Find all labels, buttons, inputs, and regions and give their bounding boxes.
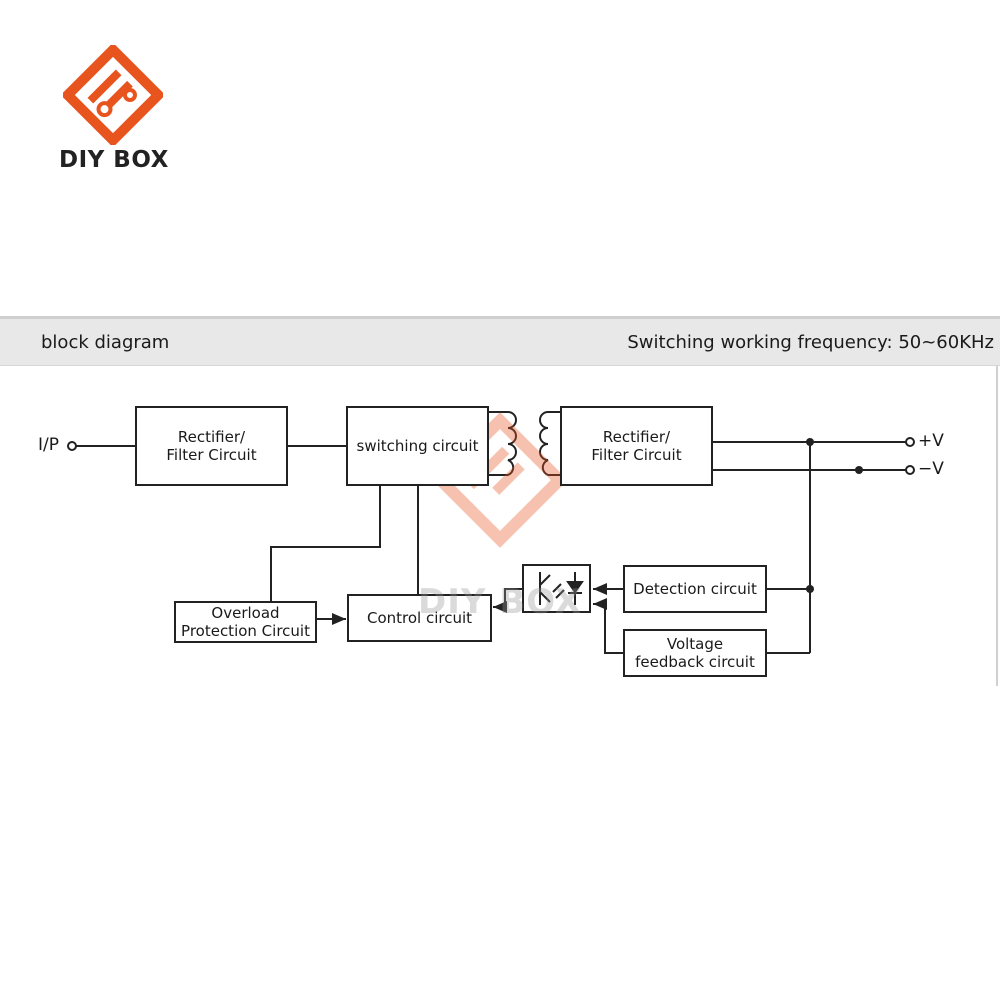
rectifier-filter-input-block: Rectifier/ Filter Circuit <box>135 406 288 486</box>
rectifier-filter-output-block: Rectifier/ Filter Circuit <box>560 406 713 486</box>
output-pos-label: +V <box>918 431 944 451</box>
diy-box-logo-icon <box>63 45 163 145</box>
section-header: block diagram Switching working frequenc… <box>0 316 1000 366</box>
section-title: block diagram <box>41 332 170 353</box>
output-pos-terminal <box>905 437 915 447</box>
input-terminal <box>67 441 77 451</box>
voltage-feedback-block: Voltage feedback circuit <box>623 629 767 677</box>
output-neg-terminal <box>905 465 915 475</box>
switching-circuit-block: switching circuit <box>346 406 489 486</box>
overload-protection-block: Overload Protection Circuit <box>174 601 317 643</box>
watermark-text: DIY BOX <box>418 582 583 622</box>
brand-name: DIY BOX <box>59 147 169 173</box>
brand-logo: DIY BOX <box>55 45 175 185</box>
frequency-label: Switching working frequency: 50~60KHz <box>627 332 994 353</box>
detection-circuit-block: Detection circuit <box>623 565 767 613</box>
block-diagram <box>67 411 915 654</box>
optocoupler-icon <box>522 564 591 613</box>
control-circuit-block: Control circuit <box>347 594 492 642</box>
output-neg-label: −V <box>918 459 944 479</box>
transformer-icon <box>488 411 560 476</box>
input-label: I/P <box>38 435 59 455</box>
frame-divider <box>996 366 998 686</box>
